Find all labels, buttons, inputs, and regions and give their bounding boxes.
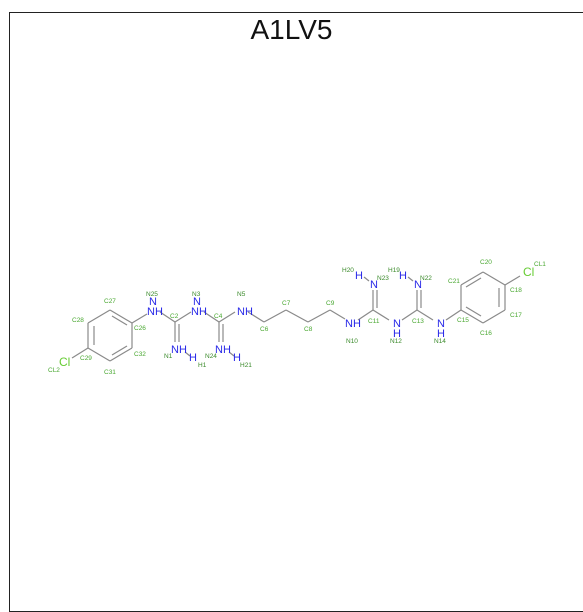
label-c31: C31 (104, 369, 116, 376)
label-c7: C7 (282, 300, 291, 307)
label-c26: C26 (134, 325, 146, 332)
atom-n10: NH (345, 318, 361, 330)
label-c17: C17 (510, 312, 522, 319)
atom-n25-h: NH (147, 306, 163, 318)
label-n12: N12 (390, 338, 402, 345)
label-c2: C2 (170, 313, 179, 320)
atom-cl1: Cl (523, 265, 534, 279)
label-c9: C9 (326, 300, 335, 307)
label-n5: N5 (237, 291, 246, 298)
atom-n1-h: H (179, 344, 187, 356)
right-chain (357, 276, 462, 321)
atom-n3-h: NH (191, 306, 207, 318)
label-c32: C32 (134, 351, 146, 358)
label-c20: C20 (480, 259, 492, 266)
right-ring (460, 271, 521, 324)
atom-n5: NH (237, 306, 253, 318)
diagram-title: A1LV5 (250, 14, 333, 45)
atom-n14-h: H (437, 328, 445, 340)
left-ring (71, 309, 148, 362)
label-c4: C4 (214, 313, 223, 320)
label-n3: N3 (192, 291, 201, 298)
label-c13: C13 (412, 318, 424, 325)
label-c6: C6 (260, 326, 269, 333)
atom-cl2: Cl (59, 355, 70, 369)
label-cl2: CL2 (48, 367, 60, 374)
atom-n22: N (414, 279, 422, 291)
label-n23: N23 (377, 275, 389, 282)
label-n25: N25 (146, 291, 158, 298)
label-c27: C27 (104, 298, 116, 305)
atom-n12-h: H (393, 328, 401, 340)
label-n10: N10 (346, 338, 358, 345)
label-n14: N14 (434, 338, 446, 345)
label-c28: C28 (72, 317, 84, 324)
atom-n25-n: N (149, 296, 157, 308)
atom-n24-h: H (223, 344, 231, 356)
label-h1: H1 (198, 362, 207, 369)
label-c21: C21 (448, 278, 460, 285)
atom-n14-n: N (437, 318, 445, 330)
label-cl1: CL1 (534, 261, 546, 268)
label-n24: N24 (205, 353, 217, 360)
label-c18: C18 (510, 287, 522, 294)
atom-h21: H (233, 352, 241, 364)
label-c16: C16 (480, 330, 492, 337)
atom-n3-n: N (193, 296, 201, 308)
label-c11: C11 (368, 318, 380, 325)
label-c29: C29 (80, 355, 92, 362)
label-n22: N22 (420, 275, 432, 282)
atom-labels: N25 C27 C28 C26 CL2 C29 C32 C31 N3 C2 N1… (48, 259, 546, 376)
label-c8: C8 (304, 326, 313, 333)
label-h20: H20 (342, 267, 354, 274)
label-h19: H19 (388, 267, 400, 274)
atom-n23: N (370, 279, 378, 291)
left-chain (159, 311, 236, 357)
atom-h19: H (399, 270, 407, 282)
atom-n24: N (215, 344, 223, 356)
label-c15: C15 (457, 317, 469, 324)
atom-n1: N (171, 344, 179, 356)
atom-h20: H (355, 270, 363, 282)
atom-symbols: N NH Cl N NH N H H NH N H H NH H N N H H… (59, 265, 534, 369)
alkyl-linker (247, 309, 346, 323)
atom-h1: H (189, 352, 197, 364)
atom-n12-n: N (393, 318, 401, 330)
label-h21: H21 (240, 362, 252, 369)
molecule-diagram: N NH Cl N NH N H H NH N H H NH H N N H H… (48, 259, 546, 376)
label-n1: N1 (164, 353, 173, 360)
